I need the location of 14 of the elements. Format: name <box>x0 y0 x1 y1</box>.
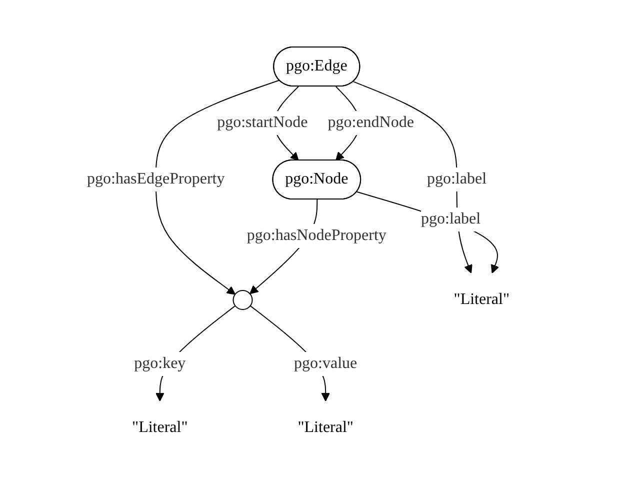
edge-label: pgo:label <box>427 170 487 188</box>
edge-label: pgo:hasEdgeProperty <box>87 170 225 188</box>
edge-label: pgo:endNode <box>328 114 414 131</box>
node-text: "Literal" <box>298 418 354 436</box>
node-text: "Literal" <box>454 290 510 308</box>
edge-label: pgo:key <box>134 354 186 372</box>
node-circle <box>233 290 253 310</box>
node-text: "Literal" <box>132 418 188 436</box>
edge-label: pgo:hasNodeProperty <box>247 226 387 244</box>
edge-label: pgo:startNode <box>217 114 308 131</box>
edge-label: pgo:value <box>294 354 358 372</box>
edge-label: pgo:label <box>421 210 481 228</box>
arrow <box>156 80 280 295</box>
arrow <box>356 191 500 274</box>
